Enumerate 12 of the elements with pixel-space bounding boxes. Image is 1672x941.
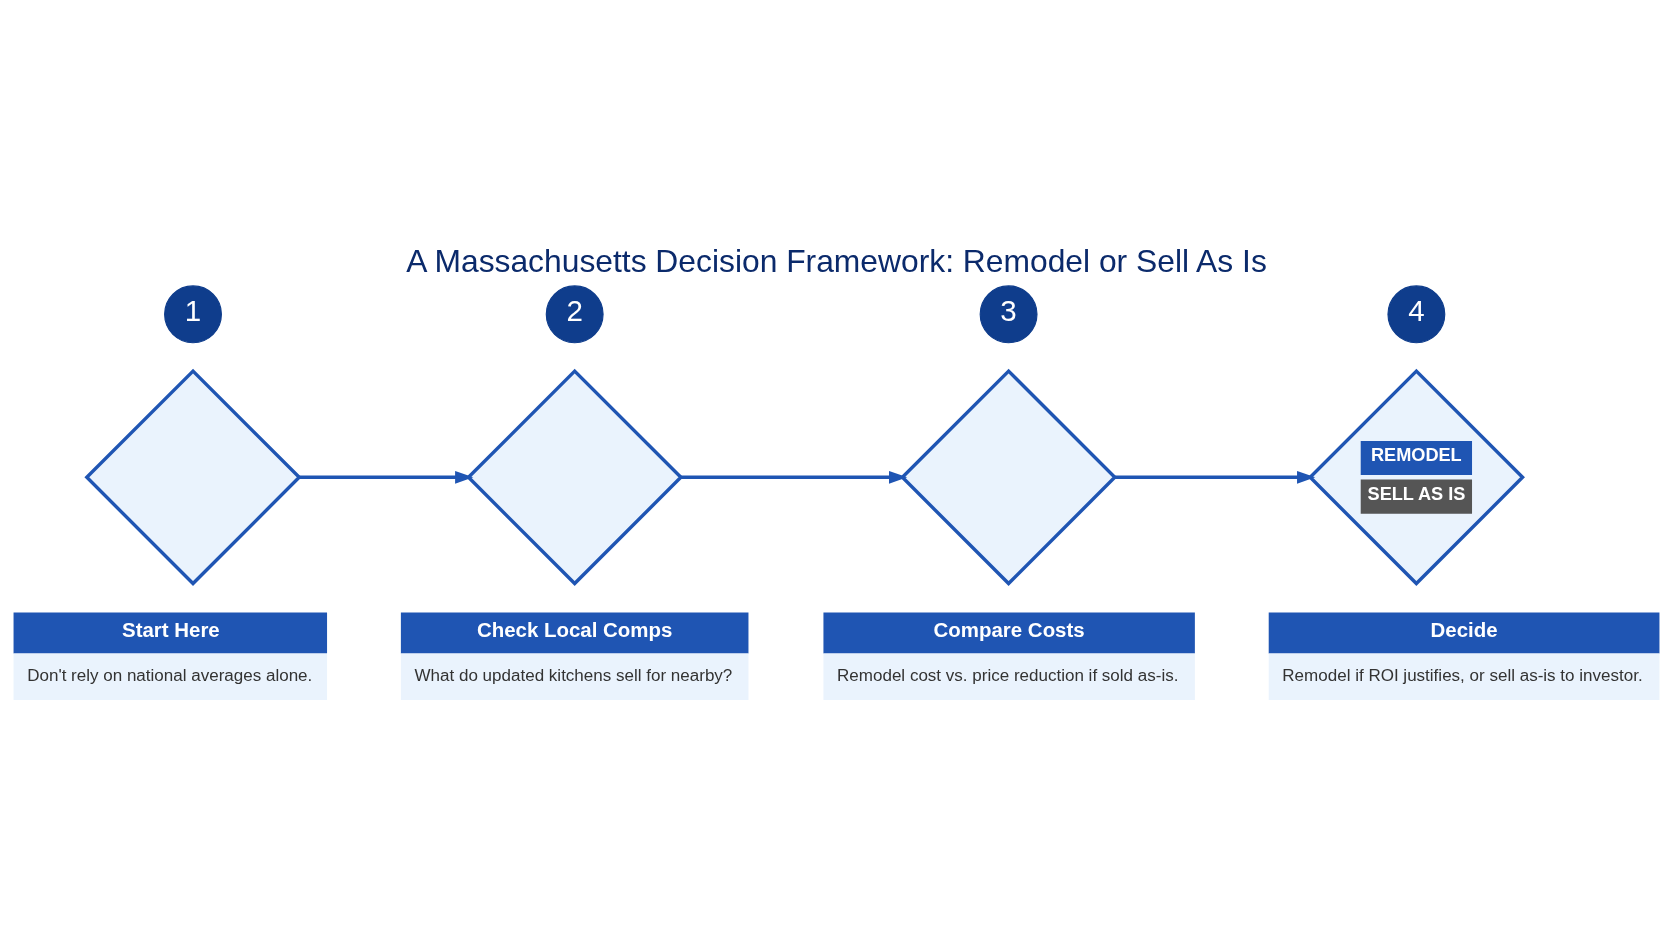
node-diamond: REMODEL SELL AS IS xyxy=(1307,368,1525,586)
arrow xyxy=(680,470,907,484)
diagram-title: A Massachusetts Decision Framework: Remodel or Sell As Is xyxy=(405,242,1267,279)
node-circle: 1 xyxy=(163,285,222,344)
node-circle: 4 xyxy=(1386,285,1445,344)
node-diamond xyxy=(83,368,302,586)
node-diamond xyxy=(899,368,1117,586)
node-diamond xyxy=(465,368,683,586)
node-circle: 3 xyxy=(979,285,1038,344)
arrow xyxy=(298,470,473,484)
node-circle: 2 xyxy=(545,285,604,344)
arrow xyxy=(1114,470,1315,484)
